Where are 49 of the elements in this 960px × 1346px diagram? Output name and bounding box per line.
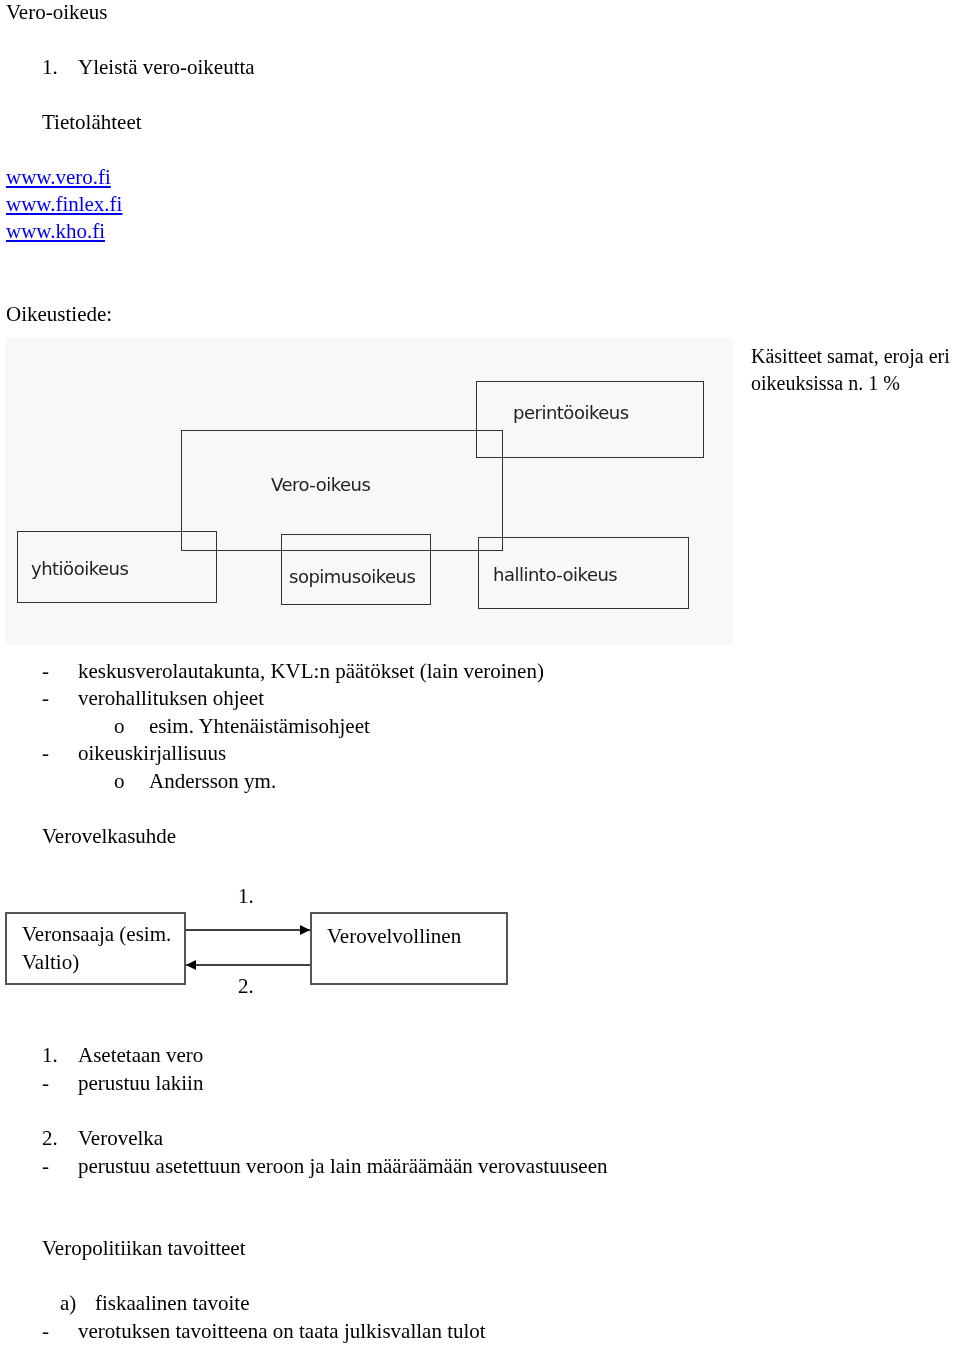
- list-item: oikeuskirjallisuus: [78, 741, 227, 765]
- arrow: [185, 925, 311, 935]
- list-item: keskusverolautakunta, KVL:n päätökset (lain veroinen): [78, 659, 544, 683]
- list-marker: 1.: [42, 55, 58, 79]
- note-text: Käsitteet samat, eroja eri oikeuksissa n. 1 %: [751, 344, 951, 396]
- list-marker: -: [42, 686, 49, 710]
- box-label: sopimusoikeus: [289, 566, 416, 587]
- process-box: [476, 381, 704, 458]
- list-item: Verovelka: [78, 1126, 164, 1150]
- arrow: [185, 960, 311, 970]
- process-box: [310, 912, 508, 985]
- box-label: Vero-oikeus: [271, 474, 371, 495]
- list-marker: a): [60, 1291, 77, 1315]
- list-item: verotuksen tavoitteena on taata julkisvallan tulot: [78, 1319, 486, 1343]
- list-item: Asetetaan vero: [78, 1043, 204, 1067]
- list-item: fiskaalinen tavoite: [95, 1291, 250, 1315]
- process-box: [5, 912, 186, 985]
- list-item: perustuu lakiin: [78, 1071, 204, 1095]
- list-item: perustuu asetettuun veroon ja lain määräämään verovastuuseen: [78, 1154, 608, 1178]
- box-label: hallinto-oikeus: [493, 564, 618, 585]
- list-item: esim. Yhtenäistämisohjeet: [149, 714, 370, 738]
- heading-text: Veropolitiikan tavoitteet: [42, 1236, 246, 1260]
- process-box: [181, 430, 503, 551]
- box-label: yhtiöoikeus: [31, 558, 129, 579]
- box-label: Veronsaaja (esim. Valtio): [22, 921, 172, 976]
- list-marker: 1.: [42, 1043, 58, 1067]
- box-label: Verovelvollinen: [327, 923, 463, 950]
- process-box: [478, 537, 689, 609]
- list-marker: o: [114, 769, 125, 793]
- list-marker: -: [42, 659, 49, 683]
- list-item: verohallituksen ohjeet: [78, 686, 265, 710]
- list-marker: -: [42, 1071, 49, 1095]
- link: www.finlex.fi: [6, 192, 123, 216]
- link: www.kho.fi: [6, 219, 105, 243]
- link: www.vero.fi: [6, 165, 111, 189]
- heading-text: Yleistä vero-oikeutta: [78, 55, 255, 79]
- heading-text: Vero-oikeus: [6, 0, 108, 24]
- heading-text: Oikeustiede:: [6, 302, 113, 326]
- list-marker: -: [42, 741, 49, 765]
- list-item: Andersson ym.: [149, 769, 277, 793]
- heading-text: Tietolähteet: [42, 110, 142, 134]
- process-box: [17, 531, 217, 603]
- process-box: [281, 534, 431, 605]
- list-marker: -: [42, 1154, 49, 1178]
- heading-text: Verovelkasuhde: [42, 824, 177, 848]
- box-label: perintöoikeus: [513, 402, 629, 423]
- list-marker: o: [114, 714, 125, 738]
- list-marker: 2.: [42, 1126, 58, 1150]
- list-marker: -: [42, 1319, 49, 1343]
